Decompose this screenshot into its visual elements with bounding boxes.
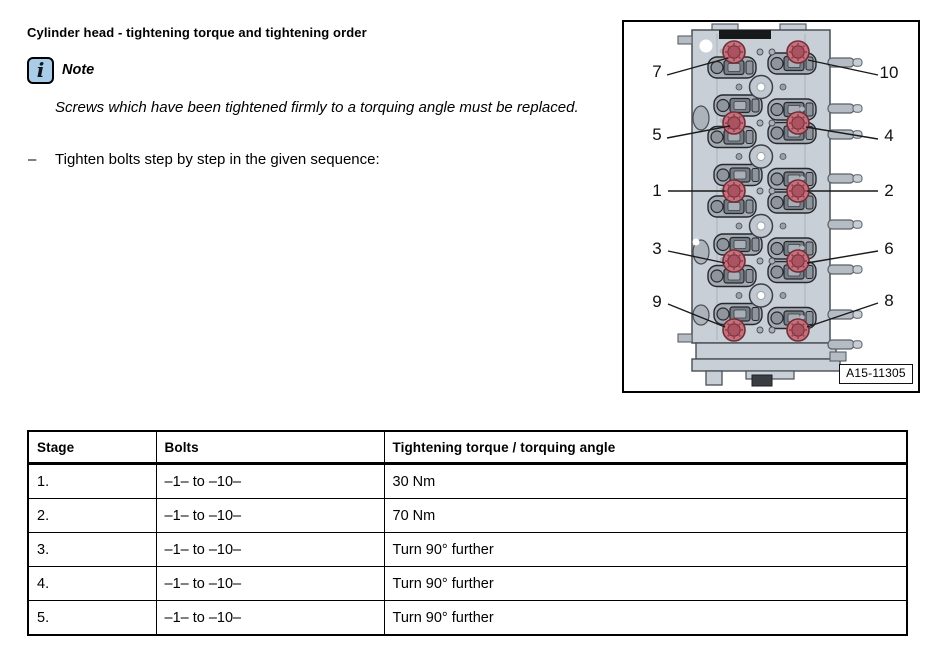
figure-callout-1: 1 [652,181,662,200]
bolts-cell: –1– to –10– [155,600,385,636]
torque-cell: Turn 90° further [383,600,908,636]
cylinder-head-diagram [666,23,879,387]
stage-cell: 2. [27,498,157,533]
info-icon: i [27,57,54,84]
header-bolts: Bolts [155,430,385,465]
bolts-cell: –1– to –10– [155,463,385,499]
figure-callout-6: 6 [884,239,894,258]
note-text: Screws which have been tightened firmly … [55,99,579,116]
torque-cell: 30 Nm [383,463,908,499]
step-bullet-dash: – [28,151,37,168]
figure-callout-9: 9 [652,292,662,311]
note-label: Note [62,62,95,78]
bolts-cell: –1– to –10– [155,532,385,567]
table-row: 3. –1– to –10– Turn 90° further [27,532,908,567]
header-torque: Tightening torque / torquing angle [383,430,908,465]
table-row: 1. –1– to –10– 30 Nm [27,463,908,499]
stage-cell: 5. [27,600,157,636]
info-icon-glyph: i [36,57,45,82]
table-row: 4. –1– to –10– Turn 90° further [27,566,908,601]
table-row: 2. –1– to –10– 70 Nm [27,498,908,533]
figure-callout-4: 4 [884,126,894,145]
tightening-torque-table: Stage Bolts Tightening torque / torquing… [27,430,908,636]
table-row: 5. –1– to –10– Turn 90° further [27,600,908,636]
figure-frame: 7 10 5 4 1 2 3 6 9 8 A15-11305 [622,20,920,393]
figure-callout-10: 10 [879,63,899,82]
figure-callout-5: 5 [652,125,662,144]
table-header-row: Stage Bolts Tightening torque / torquing… [27,430,908,465]
step-instruction: Tighten bolts step by step in the given … [55,151,380,168]
figure-callout-3: 3 [652,239,662,258]
callout-leader-lines [666,57,879,328]
figure-callout-8: 8 [884,291,894,310]
figure-callout-7: 7 [652,62,662,81]
header-stage: Stage [27,430,157,465]
page-title: Cylinder head - tightening torque and ti… [27,25,367,40]
figure-callout-2: 2 [884,181,894,200]
stage-cell: 1. [27,463,157,499]
bolts-cell: –1– to –10– [155,566,385,601]
torque-cell: 70 Nm [383,498,908,533]
figure-reference-label: A15-11305 [839,364,913,384]
stage-cell: 4. [27,566,157,601]
torque-cell: Turn 90° further [383,566,908,601]
torque-cell: Turn 90° further [383,532,908,567]
bolts-cell: –1– to –10– [155,498,385,533]
stage-cell: 3. [27,532,157,567]
